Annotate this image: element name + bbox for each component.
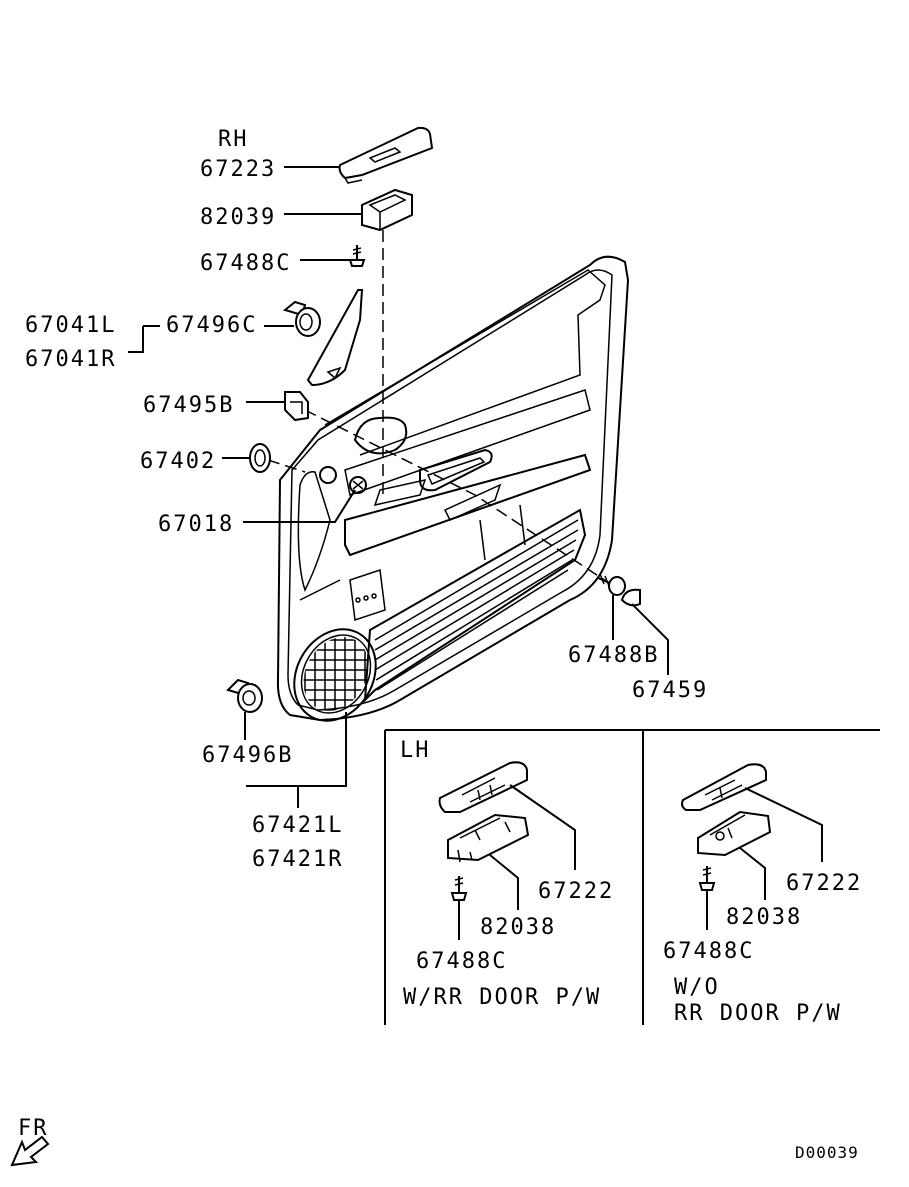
lh-leader-82038	[489, 854, 519, 910]
lh-part-82038-switch[interactable]	[447, 813, 530, 863]
lh-part-67222-bezel[interactable]	[438, 761, 528, 813]
inset-lh: LH 67222 82038 67488C W/RR DOOR P/W	[400, 738, 614, 1010]
label-67496b: 67496B	[202, 743, 293, 768]
part-67041-garnish[interactable]	[306, 289, 364, 387]
part-67459-cap[interactable]	[620, 588, 641, 607]
fr-arrow-icon	[10, 1135, 50, 1167]
wo-label-67222: 67222	[786, 871, 862, 896]
lh-label-67488c: 67488C	[416, 949, 507, 974]
bracket-67421	[246, 712, 347, 808]
label-67041l: 67041L	[25, 313, 116, 338]
part-67496c-clip[interactable]	[282, 300, 321, 337]
label-67018: 67018	[158, 512, 234, 537]
fr-label: FR	[18, 1116, 49, 1141]
lh-note: W/RR DOOR P/W	[403, 985, 601, 1010]
part-67223-bezel[interactable]	[338, 126, 434, 184]
lh-leader-67222	[509, 784, 576, 870]
lh-label: LH	[400, 738, 431, 763]
wo-note-line1: W/O	[674, 975, 720, 1000]
part-67488b-screw[interactable]	[597, 573, 626, 596]
lh-label-67222: 67222	[538, 879, 614, 904]
label-67459: 67459	[632, 678, 708, 703]
diagram-code: D00039	[795, 1143, 859, 1162]
label-67496c: 67496C	[166, 313, 257, 338]
label-67488b: 67488B	[568, 643, 659, 668]
part-82039-switch[interactable]	[361, 188, 413, 232]
center-lines	[267, 230, 613, 586]
wo-label-67488c: 67488C	[663, 939, 754, 964]
label-67495b: 67495B	[143, 393, 234, 418]
wo-leader-82038	[739, 847, 766, 900]
label-67488c-top: 67488C	[200, 251, 291, 276]
label-67421l: 67421L	[252, 813, 343, 838]
wo-part-67222-bezel[interactable]	[681, 763, 767, 811]
rh-label: RH	[218, 127, 249, 152]
inset-wo: 67222 82038 67488C W/O RR DOOR P/W	[663, 763, 862, 1026]
lh-label-82038: 82038	[480, 915, 556, 940]
wo-note-line2: RR DOOR P/W	[674, 1001, 842, 1026]
label-67421r: 67421R	[252, 847, 343, 872]
leader-67018	[243, 489, 356, 523]
wo-leader-67222	[744, 787, 823, 862]
label-67402: 67402	[140, 449, 216, 474]
label-67041r: 67041R	[25, 347, 116, 372]
part-67402-grommet[interactable]	[249, 443, 271, 473]
part-67495b-clip[interactable]	[284, 391, 309, 422]
part-67488c-screw[interactable]	[348, 245, 366, 267]
front-direction-indicator: FR	[10, 1116, 50, 1167]
label-67223: 67223	[200, 157, 276, 182]
wo-part-82038-switch[interactable]	[697, 810, 772, 857]
part-67496b-clip[interactable]	[226, 678, 263, 713]
inset-frame	[384, 729, 880, 1025]
speaker-grille-mesh	[295, 625, 382, 723]
bracket-67041	[128, 325, 160, 353]
lh-part-67488c-screw[interactable]	[450, 876, 468, 901]
leader-67459	[631, 603, 669, 675]
wo-part-67488c-screw[interactable]	[698, 866, 716, 891]
wo-label-82038: 82038	[726, 905, 802, 930]
label-82039: 82039	[200, 205, 276, 230]
